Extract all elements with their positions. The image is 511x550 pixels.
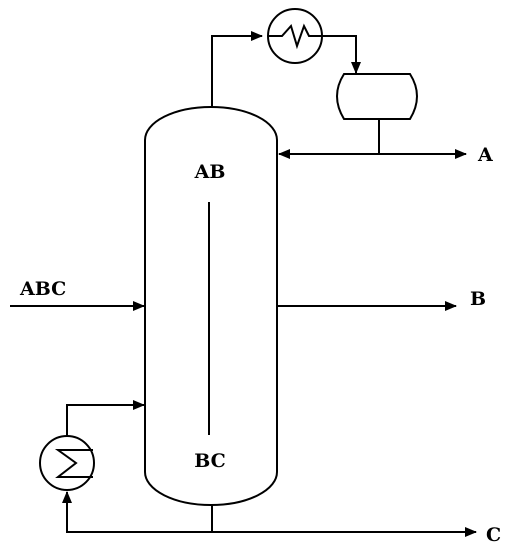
- distillate-label: A: [477, 144, 493, 166]
- reboiler-coil: [54, 449, 93, 478]
- distillation-column: [144, 106, 278, 506]
- column-bottom-label: BC: [194, 450, 226, 472]
- feed-label: ABC: [19, 278, 66, 300]
- condenser: [267, 8, 323, 64]
- condensate-line: [322, 35, 361, 74]
- reboiler-feed-line: [62, 491, 212, 533]
- bottoms-line: [211, 504, 477, 537]
- side-draw-label: B: [470, 288, 486, 310]
- column-top-label: AB: [194, 161, 226, 183]
- reboiler: [39, 435, 95, 491]
- reboiler-vapor-line: [66, 400, 145, 436]
- condenser-coil: [268, 23, 322, 50]
- bottoms-label: C: [486, 524, 501, 546]
- reboiler-shell: [39, 435, 95, 491]
- overhead-vapor-line: [211, 31, 263, 108]
- reflux-drum: [336, 73, 418, 120]
